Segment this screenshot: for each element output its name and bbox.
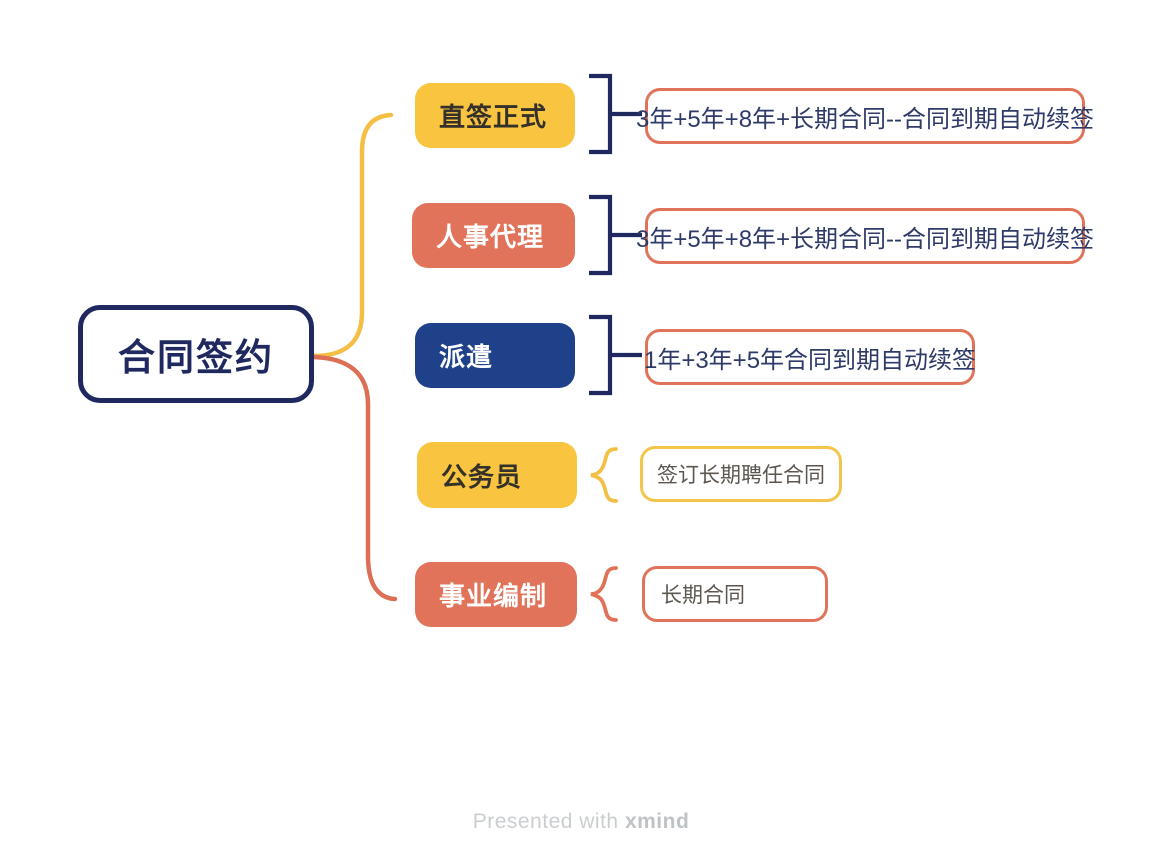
main-curve-top <box>310 112 394 359</box>
main-curve-bottom <box>310 354 398 602</box>
child-topic-label: 3年+5年+8年+长期合同--合同到期自动续签 <box>635 225 1095 253</box>
child-topic-1[interactable]: 3年+5年+8年+长期合同--合同到期自动续签 <box>636 88 1094 144</box>
brace-connector-5 <box>590 566 618 622</box>
bracket-connector-3 <box>589 314 642 396</box>
topic-label: 事业编制 <box>439 581 548 611</box>
child-topic-label: 3年+5年+8年+长期合同--合同到期自动续签 <box>635 105 1095 133</box>
watermark-brand: xmind <box>624 810 690 833</box>
bracket-connector-2 <box>589 194 642 276</box>
child-topic-label: 1年+3年+5年合同到期自动续签 <box>643 346 977 374</box>
watermark-prefix: Presented with <box>472 810 625 833</box>
topic-label: 人事代理 <box>436 222 545 252</box>
child-topic-label: 长期合同 <box>661 584 745 607</box>
child-topic-4[interactable]: 签订长期聘任合同 <box>640 446 842 502</box>
topic-label: 派遣 <box>439 342 494 372</box>
topic-hr-agency[interactable]: 人事代理 <box>412 203 575 268</box>
topic-civil-servant[interactable]: 公务员 <box>417 442 577 508</box>
central-topic[interactable]: 合同签约 <box>78 305 314 403</box>
topic-dispatch[interactable]: 派遣 <box>415 323 575 388</box>
topic-label: 直签正式 <box>439 102 548 132</box>
central-topic-label: 合同签约 <box>118 337 274 378</box>
child-topic-label: 签订长期聘任合同 <box>657 464 825 487</box>
watermark: Presented with xmind <box>0 810 1162 834</box>
child-topic-5[interactable]: 长期合同 <box>642 566 828 622</box>
topic-direct-sign[interactable]: 直签正式 <box>415 83 575 148</box>
bracket-connector-1 <box>589 73 642 155</box>
child-topic-2[interactable]: 3年+5年+8年+长期合同--合同到期自动续签 <box>636 208 1094 264</box>
brace-connector-4 <box>590 447 618 503</box>
topic-public-institution[interactable]: 事业编制 <box>415 562 577 627</box>
topic-label: 公务员 <box>441 461 523 492</box>
child-topic-3[interactable]: 1年+3年+5年合同到期自动续签 <box>643 329 977 385</box>
